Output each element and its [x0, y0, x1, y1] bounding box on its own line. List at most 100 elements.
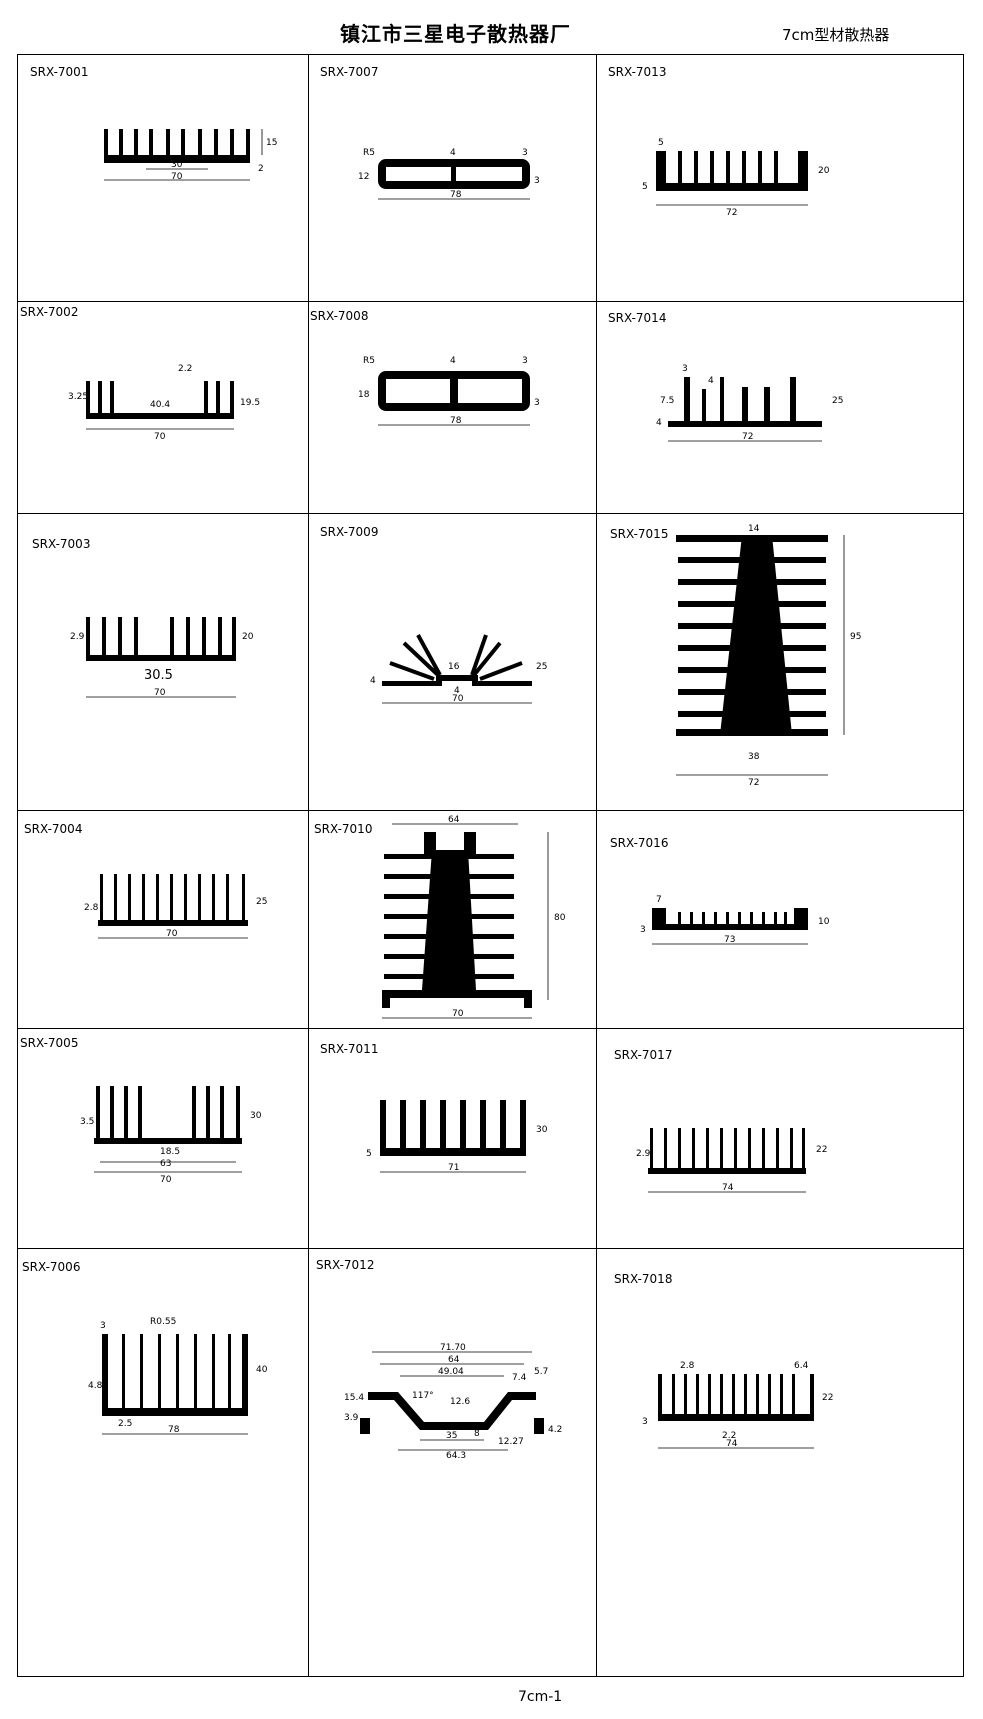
product-cell: SRX-7005 3.5 30 18.5 63 70	[18, 1028, 308, 1248]
page-title: 镇江市三星电子散热器厂	[340, 22, 571, 46]
dimension-label: 80	[554, 913, 566, 923]
product-code: SRX-7005	[20, 1036, 79, 1050]
product-code: SRX-7012	[316, 1258, 375, 1272]
product-cell: SRX-7007 R5 4 3 12 78 3	[308, 55, 596, 301]
dimension-label: 70	[171, 172, 183, 182]
product-code: SRX-7014	[608, 311, 667, 325]
heatsink-profile-drawing: 2.8 25 70	[84, 874, 267, 939]
dimension-label: 22	[822, 1393, 833, 1403]
dimension-label: 2.2	[722, 1431, 736, 1441]
dimension-label: 3	[682, 364, 688, 374]
dimension-label: 30.5	[144, 668, 173, 683]
product-cell: SRX-7011 30 5 71	[308, 1028, 596, 1248]
dimension-label: 117°	[412, 1391, 434, 1401]
dimension-label: 4	[450, 148, 456, 158]
grid-divider	[308, 55, 309, 1676]
grid-divider	[18, 810, 963, 811]
grid-divider	[18, 1028, 963, 1029]
dimension-label: 78	[168, 1425, 180, 1435]
product-cell: SRX-7012 71.70 64 49.04 7.4 5.7 15.4 117…	[308, 1248, 596, 1678]
dimension-label: 12	[358, 172, 369, 182]
dimension-label: 30	[536, 1125, 548, 1135]
dimension-label: 18	[358, 390, 370, 400]
page-number: 7cm-1	[518, 1689, 563, 1705]
dimension-label: R0.55	[150, 1317, 176, 1327]
grid-divider	[18, 1248, 963, 1249]
product-cell: SRX-7002 2.2 3.25 40.4 19.5 70	[18, 301, 308, 513]
heatsink-profile-drawing: R5 4 3 18 78 3	[358, 356, 540, 426]
dimension-label: 3	[642, 1417, 648, 1427]
product-code: SRX-7010	[314, 822, 373, 836]
heatsink-profile-drawing: 64 80 70	[382, 815, 566, 1019]
product-code: SRX-7001	[30, 65, 89, 79]
dimension-label: 38	[748, 752, 760, 762]
dimension-label: 5	[658, 138, 664, 148]
dimension-label: 72	[742, 432, 753, 442]
dimension-label: 72	[726, 208, 737, 218]
product-cell: SRX-7006 3 R0.55 4.8 40 2.5 78	[18, 1248, 308, 1678]
dimension-label: 3.5	[80, 1117, 94, 1127]
dimension-label: 2.9	[636, 1149, 651, 1159]
product-cell: SRX-7008 R5 4 3 18 78 3	[308, 301, 596, 513]
heatsink-profile-drawing: 3 4 7.5 25 4 72	[656, 364, 843, 442]
heatsink-profile-drawing: 5 20 5 72	[642, 138, 830, 218]
dimension-label: 78	[450, 416, 462, 426]
dimension-label: 3	[640, 925, 646, 935]
dimension-label: 71.70	[440, 1343, 466, 1353]
product-cell: SRX-7001 30 70 15 2	[18, 55, 308, 301]
dimension-label: 71	[448, 1163, 459, 1173]
product-code: SRX-7009	[320, 525, 379, 539]
dimension-label: 3	[522, 356, 528, 366]
dimension-label: 4	[370, 676, 376, 686]
product-cell: SRX-7003 2.9 20 30.5 70	[18, 513, 308, 810]
heatsink-profile-drawing: 2.9 20 30.5 70	[70, 617, 254, 698]
dimension-label: 25	[256, 897, 267, 907]
dimension-label: 2	[258, 164, 264, 174]
product-code: SRX-7018	[614, 1272, 673, 1286]
dimension-label: 30	[171, 160, 183, 170]
dimension-label: 5	[366, 1149, 372, 1159]
dimension-label: 2.5	[118, 1419, 132, 1429]
dimension-label: 25	[536, 662, 547, 672]
dimension-label: 64.3	[446, 1451, 466, 1461]
product-code: SRX-7013	[608, 65, 667, 79]
heatsink-profile-drawing: 14 95 38 72	[676, 524, 861, 788]
dimension-label: 78	[450, 190, 462, 200]
dimension-label: 63	[160, 1159, 171, 1169]
dimension-label: 3	[534, 176, 540, 186]
product-code: SRX-7003	[32, 537, 91, 551]
dimension-label: 19.5	[240, 398, 260, 408]
product-code: SRX-7017	[614, 1048, 673, 1062]
product-code: SRX-7016	[610, 836, 669, 850]
heatsink-profile-drawing: 71.70 64 49.04 7.4 5.7 15.4 117° 12.6 3.…	[344, 1343, 562, 1461]
dimension-label: 70	[166, 929, 178, 939]
dimension-label: 12.27	[498, 1437, 524, 1447]
dimension-label: 25	[832, 396, 843, 406]
dimension-label: 70	[154, 688, 166, 698]
dimension-label: 3.9	[344, 1413, 359, 1423]
dimension-label: 16	[448, 662, 460, 672]
dimension-label: 3	[534, 398, 540, 408]
dimension-label: 3	[522, 148, 528, 158]
heatsink-profile-drawing: 30 70 15 2	[104, 129, 277, 182]
heatsink-profile-drawing: 7 10 3 73	[640, 895, 830, 945]
dimension-label: 73	[724, 935, 735, 945]
product-code: SRX-7006	[22, 1260, 81, 1274]
dimension-label: 4	[450, 356, 456, 366]
product-cell: SRX-7018 2.8 6.4 22 2.2 74 3	[596, 1248, 965, 1678]
dimension-label: 6.4	[794, 1361, 809, 1371]
product-grid: SRX-7001 30 70 15 2 SRX-7007	[17, 54, 964, 1677]
dimension-label: 20	[242, 632, 254, 642]
dimension-label: 64	[448, 1355, 460, 1365]
dimension-label: R5	[363, 356, 375, 366]
product-code: SRX-7015	[610, 527, 669, 541]
dimension-label: 15.4	[344, 1393, 364, 1403]
dimension-label: 64	[448, 815, 460, 825]
dimension-label: 15	[266, 138, 277, 148]
dimension-label: 5.7	[534, 1367, 548, 1377]
dimension-label: R5	[363, 148, 375, 158]
product-cell: SRX-7014 3 4 7.5 25 4 72	[596, 301, 965, 513]
dimension-label: 20	[818, 166, 830, 176]
dimension-label: 70	[452, 694, 464, 704]
product-code: SRX-7002	[20, 305, 79, 319]
